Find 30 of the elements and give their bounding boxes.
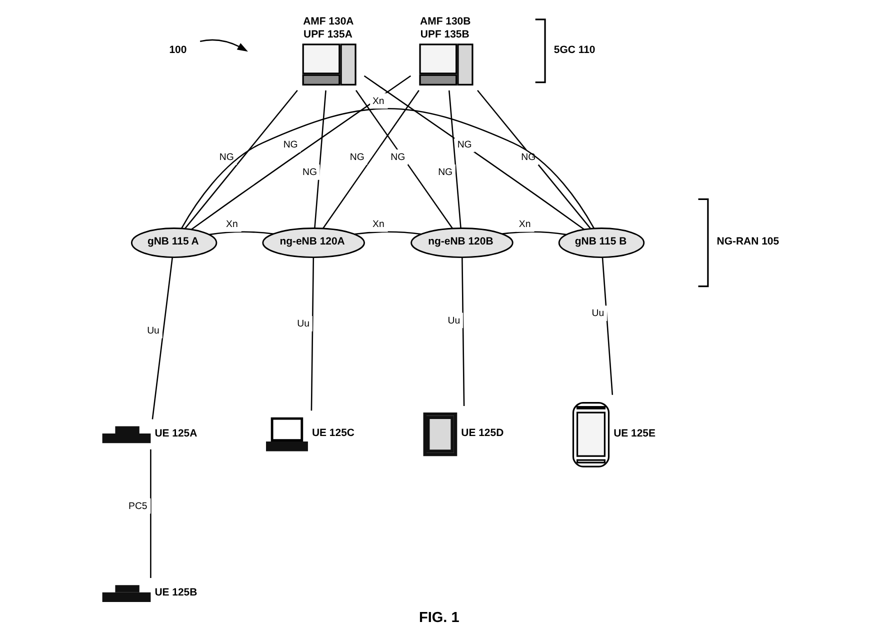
node-label: UE 125A [154, 428, 198, 440]
edge-label: Uu [297, 318, 310, 330]
node-label: UE 125B [154, 588, 198, 599]
label: NG-RAN 105 [716, 236, 780, 248]
node-label: UE 125C [312, 428, 354, 440]
node-label: UPF 135B [420, 29, 470, 40]
edge-label: NG [350, 152, 364, 164]
edge-label: Uu [147, 326, 160, 337]
edge-label: Uu [592, 308, 604, 320]
label: 5GC 110 [554, 44, 596, 56]
edge-label: Xn [518, 219, 531, 230]
edge-label: NG [219, 152, 234, 164]
node-text: 100 [169, 44, 187, 56]
edge-label: Xn [372, 96, 384, 107]
node-label: UE 125D [461, 428, 504, 440]
edge-label: PC5 [128, 500, 148, 512]
caption: FIG. 1 [419, 610, 460, 626]
edge-label: NG [438, 167, 453, 178]
edge-label: Uu [448, 315, 460, 326]
node-label: AMF 130A [303, 16, 354, 28]
edge-label: NG [457, 139, 472, 150]
node-label: UE 125E [614, 428, 656, 440]
edge-label: NG [302, 167, 317, 178]
node-label: UPF 135A [304, 29, 352, 40]
edge-label: NG [283, 139, 298, 150]
edge-label: Xn [226, 219, 238, 230]
node-label: AMF 130B [420, 16, 471, 28]
edge-label: NG [521, 152, 536, 164]
edge-label: NG [390, 152, 406, 164]
edge-label: Xn [372, 219, 384, 230]
